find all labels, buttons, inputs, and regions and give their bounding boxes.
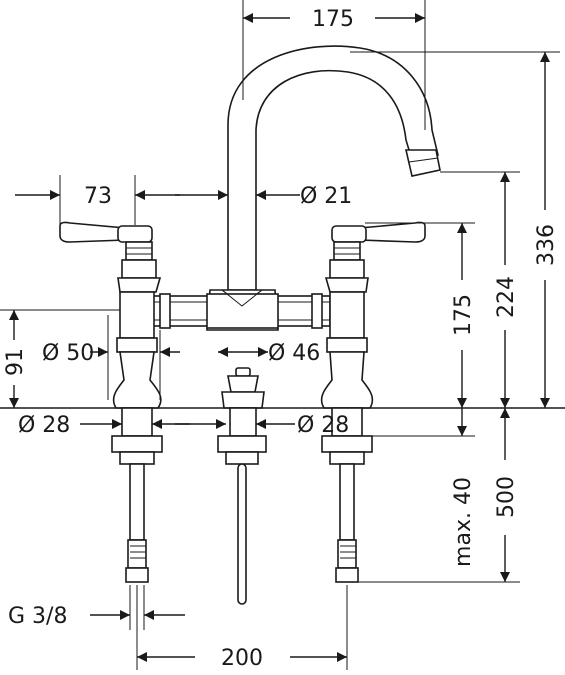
label-spout-height: 224 <box>494 276 519 318</box>
label-body-diameter: Ø 50 <box>42 341 94 366</box>
spout-tip <box>404 149 441 177</box>
popup-knob <box>221 367 265 409</box>
faucet-assembly <box>0 45 565 605</box>
left-valve <box>59 221 162 409</box>
right-shank <box>321 407 373 583</box>
label-base-height: 91 <box>3 348 28 376</box>
center-shank <box>217 407 267 605</box>
right-valve <box>320 221 426 409</box>
label-hose-length: 500 <box>494 476 519 518</box>
label-center-diameter: Ø 46 <box>268 341 320 366</box>
dimension-labels: 175 73 Ø 21 336 224 175 91 Ø 50 Ø 46 Ø 2… <box>3 7 559 671</box>
label-total-height: 336 <box>534 224 559 266</box>
label-right-shank-diameter: Ø 28 <box>297 413 349 438</box>
label-connection-thread: G 3/8 <box>8 604 67 629</box>
spout-gooseneck <box>227 45 439 291</box>
label-handle-offset: 73 <box>84 184 112 209</box>
label-body-height: 175 <box>451 294 476 336</box>
label-left-shank-diameter: Ø 28 <box>18 413 70 438</box>
left-shank <box>111 407 163 583</box>
label-center-distance: 200 <box>221 646 263 671</box>
label-deck-thickness: max. 40 <box>451 477 476 567</box>
label-spout-reach: 175 <box>312 7 354 32</box>
label-spout-diameter: Ø 21 <box>300 184 352 209</box>
